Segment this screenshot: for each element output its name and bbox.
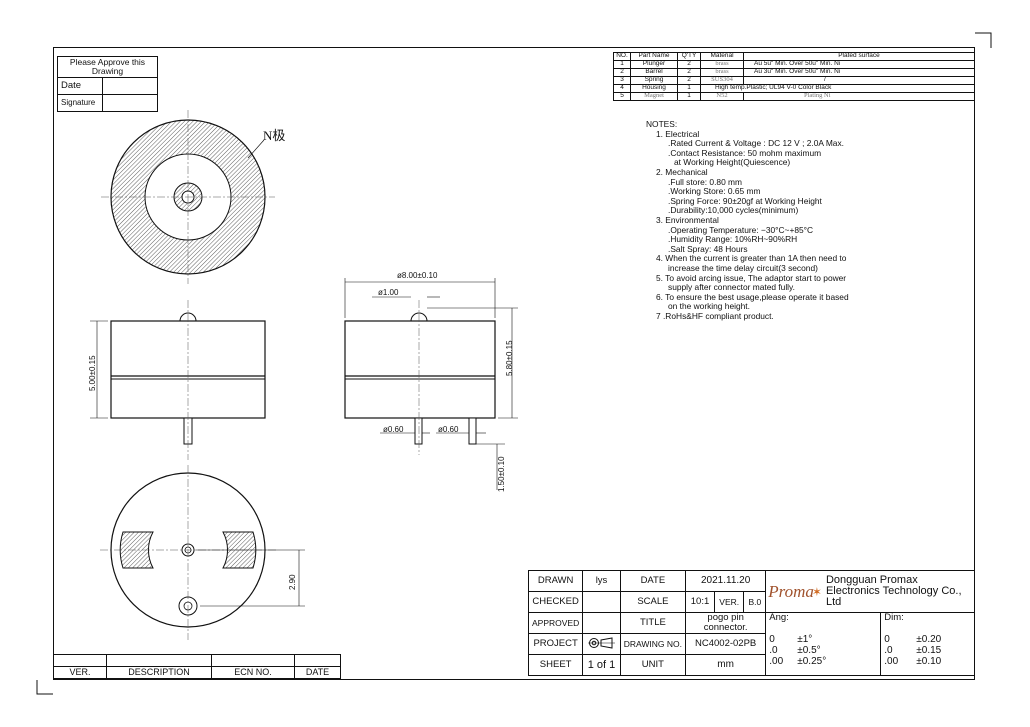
notes-title: NOTES: bbox=[646, 119, 678, 129]
dim-pin-left: ø0.60 bbox=[383, 425, 404, 434]
bottom-view bbox=[100, 465, 305, 640]
drawing-sheet-border bbox=[53, 47, 975, 680]
scale-label: SCALE bbox=[619, 591, 687, 613]
approved-label: APPROVED bbox=[527, 612, 584, 634]
notes-block: NOTES: 1. Electrical .Rated Current & Vo… bbox=[646, 119, 849, 321]
ang-value: ±0.25° bbox=[797, 655, 827, 667]
note-line: .Working Store: 0.65 mm bbox=[668, 186, 761, 197]
title-value: pogo pin connector. bbox=[685, 612, 767, 634]
ang-tolerances: 0 ±1° .0 ±0.5° .00 ±0.25° bbox=[765, 633, 882, 676]
top-view bbox=[101, 110, 275, 284]
company-name: Dongguan Promax Electronics Technology C… bbox=[825, 574, 962, 608]
ang-key: .0 bbox=[769, 644, 778, 656]
rev-col-date: DATE bbox=[294, 666, 341, 679]
note-line: 7 .RoHs&HF compliant product. bbox=[656, 310, 774, 321]
note-line: .Operating Temperature: −30°C~+85°C bbox=[668, 224, 814, 235]
checked-value bbox=[582, 591, 621, 613]
dim-value: ±0.20 bbox=[916, 633, 942, 645]
rev-col-description: DESCRIPTION bbox=[106, 666, 212, 679]
approved-value bbox=[582, 612, 621, 634]
cell: Plating Ni bbox=[743, 92, 975, 101]
approval-box: Please Approve this Drawing Date Signatu… bbox=[57, 56, 158, 112]
ver-value: B.0 bbox=[743, 591, 767, 613]
dim-pin-right: ø0.60 bbox=[438, 425, 459, 434]
note-line: 1. Electrical bbox=[656, 128, 700, 139]
title-block: DRAWN lys DATE 2021.11.20 Proma ✶ Donggu… bbox=[527, 570, 975, 676]
note-line: .Durability:10,000 cycles(minimum) bbox=[668, 205, 799, 216]
date-label: DATE bbox=[619, 570, 687, 592]
note-line: at Working Height(Quiescence) bbox=[674, 157, 791, 168]
parts-table: NO. Part Name Q'TY Material Plated surfa… bbox=[613, 52, 975, 101]
scale-value: 10:1 bbox=[685, 591, 715, 613]
note-line: 6. To ensure the best usage,please opera… bbox=[656, 291, 849, 302]
ang-value: ±1° bbox=[797, 633, 813, 645]
unit-value: mm bbox=[685, 654, 767, 676]
front-view-left bbox=[90, 300, 266, 460]
drawing-no-value: NC4002-02PB bbox=[685, 633, 767, 655]
ang-value: ±0.5° bbox=[797, 644, 821, 656]
rev-col-ecn: ECN NO. bbox=[211, 666, 295, 679]
dim-width: ø8.00±0.10 bbox=[397, 271, 438, 280]
note-line: .Full store: 0.80 mm bbox=[668, 176, 743, 187]
date-value: 2021.11.20 bbox=[685, 570, 767, 592]
approval-signature-field[interactable] bbox=[102, 94, 158, 112]
sheet-label: SHEET bbox=[527, 654, 584, 676]
pole-label: N极 bbox=[263, 128, 286, 143]
ang-label: Ang: bbox=[765, 612, 882, 634]
drawn-value: lys bbox=[582, 570, 621, 592]
ver-label: VER. bbox=[713, 591, 745, 613]
front-view-right bbox=[344, 278, 518, 490]
note-line: increase the time delay circuit(3 second… bbox=[668, 262, 818, 273]
project-label: PROJECT bbox=[527, 633, 584, 655]
ang-key: 0 bbox=[769, 633, 775, 645]
checked-label: CHECKED bbox=[527, 591, 584, 613]
dim-label: Dim: bbox=[880, 612, 975, 634]
note-line: .Contact Resistance: 50 mohm maximum bbox=[668, 147, 822, 158]
note-line: 2. Mechanical bbox=[656, 166, 708, 177]
ang-key: .00 bbox=[769, 655, 784, 667]
company-logo: Proma bbox=[768, 582, 814, 601]
note-line: .Salt Spray: 48 Hours bbox=[668, 243, 748, 254]
dim-value: ±0.10 bbox=[916, 655, 942, 667]
sheet-value: 1 of 1 bbox=[582, 654, 621, 676]
dim-pin-length: 1.50±0.10 bbox=[497, 456, 506, 492]
drawing-no-label: DRAWING NO. bbox=[619, 633, 687, 655]
note-line: supply after connector mated fully. bbox=[668, 282, 795, 293]
dim-center: 2.90 bbox=[288, 574, 297, 590]
note-line: .Humidity Range: 10%RH~90%RH bbox=[668, 234, 798, 245]
table-row: 5 Magnet 1 N52 Plating Ni bbox=[613, 92, 975, 101]
logo-mark-icon: ✶ bbox=[811, 584, 822, 599]
note-line: .Spring Force: 90±20gf at Working Height bbox=[668, 195, 822, 206]
company-cell: Proma ✶ Dongguan Promax Electronics Tech… bbox=[765, 570, 975, 613]
dim-tolerances: 0 ±0.20 .0 ±0.15 .00 ±0.10 bbox=[880, 633, 975, 676]
rev-col-ver: VER. bbox=[53, 666, 107, 679]
title-label: TITLE bbox=[619, 612, 687, 634]
dim-pin-top: ø1.00 bbox=[378, 288, 399, 297]
dim-height-right: 5.80±0.15 bbox=[505, 340, 514, 376]
note-line: on the working height. bbox=[668, 301, 750, 312]
dim-key: 0 bbox=[884, 633, 890, 645]
note-line: 5. To avoid arcing issue, The adaptor st… bbox=[656, 272, 847, 283]
note-line: .Rated Current & Voltage : DC 12 V ; 2.0… bbox=[668, 138, 844, 149]
dim-key: .00 bbox=[884, 655, 899, 667]
note-line: 4. When the current is greater than 1A t… bbox=[656, 253, 847, 264]
revision-table: VER. DESCRIPTION ECN NO. DATE bbox=[53, 654, 341, 679]
dim-value: ±0.15 bbox=[916, 644, 942, 656]
unit-label: UNIT bbox=[619, 654, 687, 676]
projection-symbol-icon bbox=[582, 633, 621, 655]
note-line: 3. Environmental bbox=[656, 214, 719, 225]
dim-height-left: 5.00±0.15 bbox=[88, 355, 97, 391]
table-row: 2 Barrel 2 brass Au 3u" Min. Over 50u" M… bbox=[613, 68, 975, 77]
drawn-label: DRAWN bbox=[527, 570, 584, 592]
dim-key: .0 bbox=[884, 644, 893, 656]
